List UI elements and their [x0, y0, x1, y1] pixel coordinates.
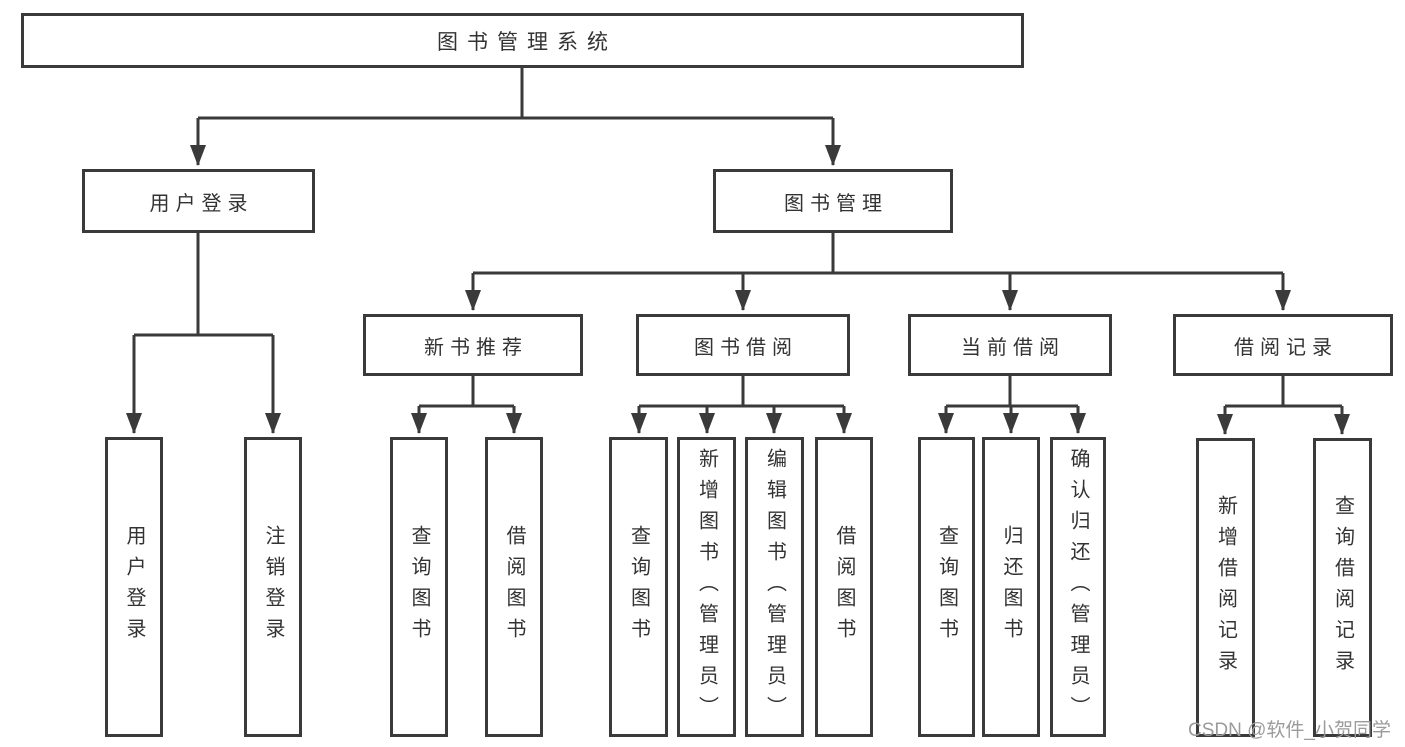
node-new-book-recommendation: 新书推荐 — [363, 314, 583, 376]
leaf-query-books-recommend: 查询图书 — [390, 437, 448, 737]
node-current-borrowing-label: 当前借阅 — [961, 336, 1065, 359]
node-new-book-recommendation-label: 新书推荐 — [424, 336, 528, 359]
leaf-confirm-return-admin-label: 确认归还（管理员） — [1067, 447, 1089, 727]
leaf-borrow-books-recommend: 借阅图书 — [485, 437, 543, 737]
leaf-edit-books-admin-label: 编辑图书（管理员） — [763, 447, 786, 727]
leaf-user-login: 用户登录 — [105, 437, 163, 737]
node-borrowing-records-label: 借阅记录 — [1234, 336, 1338, 359]
leaf-borrow-books-recommend-label: 借阅图书 — [503, 525, 525, 649]
leaf-logout-label: 注销登录 — [262, 525, 284, 649]
leaf-return-books: 归还图书 — [982, 437, 1040, 737]
leaf-borrow-books-label: 借阅图书 — [833, 525, 855, 649]
leaf-query-borrow-record-label: 查询借阅记录 — [1331, 494, 1354, 681]
csdn-watermark: CSDN @软件_小贺同学 — [1188, 720, 1391, 741]
leaf-return-books-label: 归还图书 — [1000, 525, 1022, 649]
node-user-login-label: 用户登录 — [149, 192, 254, 215]
leaf-add-books-admin-label: 新增图书（管理员） — [695, 447, 718, 727]
leaf-query-books-current: 查询图书 — [918, 437, 975, 737]
leaf-confirm-return-admin: 确认归还（管理员） — [1050, 437, 1106, 737]
node-library-management-system: 图书管理系统 — [21, 13, 1024, 68]
leaf-query-books-borrowing-label: 查询图书 — [627, 525, 650, 649]
leaf-add-books-admin: 新增图书（管理员） — [677, 437, 736, 737]
node-book-management-label: 图书管理 — [784, 192, 888, 215]
leaf-query-books-current-label: 查询图书 — [935, 525, 958, 649]
node-borrowing-records: 借阅记录 — [1173, 314, 1393, 376]
leaf-query-borrow-record: 查询借阅记录 — [1313, 438, 1372, 737]
node-library-management-system-label: 图书管理系统 — [437, 30, 617, 54]
leaf-borrow-books: 借阅图书 — [815, 437, 873, 737]
leaf-add-borrow-record-label: 新增借阅记录 — [1214, 494, 1237, 681]
leaf-query-books-borrowing: 查询图书 — [609, 437, 668, 737]
node-current-borrowing: 当前借阅 — [908, 314, 1112, 376]
leaf-query-books-recommend-label: 查询图书 — [408, 525, 430, 649]
leaf-user-login-label: 用户登录 — [123, 525, 145, 649]
node-book-borrowing-label: 图书借阅 — [694, 336, 798, 359]
node-book-management: 图书管理 — [713, 169, 953, 233]
leaf-edit-books-admin: 编辑图书（管理员） — [745, 437, 804, 737]
leaf-add-borrow-record: 新增借阅记录 — [1196, 438, 1255, 737]
node-user-login: 用户登录 — [82, 169, 315, 233]
leaf-logout: 注销登录 — [244, 437, 302, 737]
node-book-borrowing: 图书借阅 — [636, 314, 850, 376]
